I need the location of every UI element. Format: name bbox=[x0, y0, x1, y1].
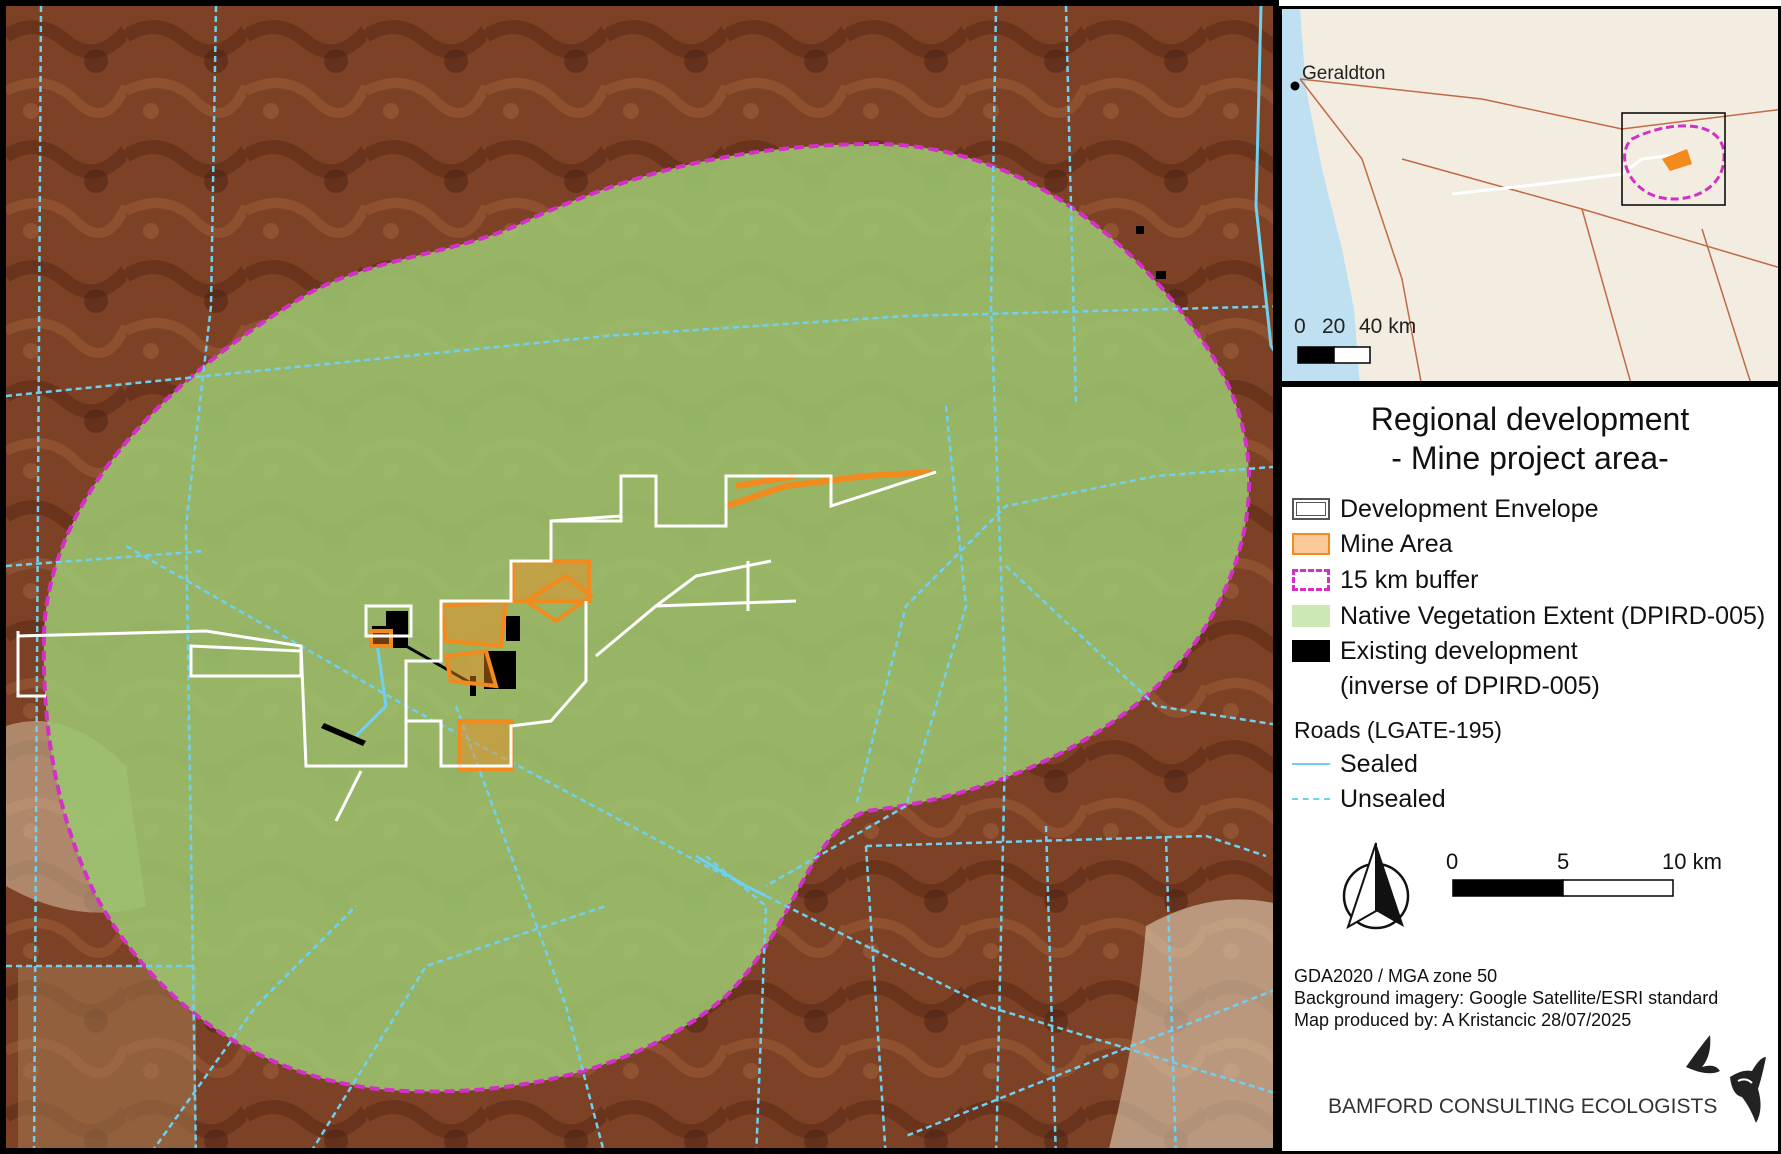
legend-title-line1: Regional development bbox=[1370, 401, 1690, 437]
sealed-roads bbox=[354, 6, 1273, 898]
mine-swatch bbox=[1292, 533, 1330, 555]
company-name: BAMFORD CONSULTING ECOLOGISTS bbox=[1328, 1095, 1718, 1118]
scale-tick-0: 0 bbox=[1446, 849, 1459, 874]
buffer-swatch bbox=[1292, 569, 1330, 591]
legend-title-line2: - Mine project area- bbox=[1391, 440, 1669, 476]
credit-projection: GDA2020 / MGA zone 50 bbox=[1294, 966, 1498, 986]
unsealed-swatch bbox=[1292, 798, 1330, 800]
roads-heading: Roads (LGATE-195) bbox=[1294, 717, 1502, 743]
credit-imagery: Background imagery: Google Satellite/ESR… bbox=[1294, 988, 1719, 1008]
development-envelope bbox=[16, 470, 937, 822]
sealed-swatch bbox=[1292, 763, 1330, 765]
inset-buffer bbox=[1623, 124, 1726, 201]
inset-roads bbox=[1299, 78, 1778, 381]
scale-bar bbox=[1452, 879, 1674, 897]
ocean bbox=[1282, 9, 1360, 381]
envelope-swatch bbox=[1292, 498, 1330, 520]
inset-map[interactable]: Geraldton 0 20 40 km bbox=[1279, 6, 1781, 384]
scale-tick-10: 10 km bbox=[1662, 849, 1722, 874]
inset-extent-box bbox=[1621, 112, 1726, 206]
town-marker bbox=[1290, 81, 1300, 91]
farmland-block bbox=[18, 966, 196, 1148]
inset-scale-tick-0: 0 bbox=[1294, 315, 1306, 338]
inset-mine bbox=[1662, 149, 1692, 171]
legend-panel: Regional development - Mine project area… bbox=[1279, 384, 1781, 1154]
unsealed-roads bbox=[6, 6, 1273, 1148]
main-map-canvas bbox=[6, 6, 1273, 1148]
birds-logo-icon bbox=[1686, 1035, 1766, 1123]
inset-scale-bar bbox=[1297, 346, 1371, 364]
inset-scale-tick-40: 40 km bbox=[1359, 315, 1417, 338]
inset-scale-tick-20: 20 bbox=[1322, 315, 1346, 338]
inset-map-canvas bbox=[1282, 9, 1778, 381]
town-label: Geraldton bbox=[1302, 63, 1386, 84]
buffer-vegetation-fill bbox=[41, 141, 1252, 1094]
main-map[interactable] bbox=[0, 0, 1279, 1154]
mine-area bbox=[369, 469, 932, 771]
credit-author: Map produced by: A Kristancic 28/07/2025 bbox=[1294, 1010, 1632, 1030]
vegetation-swatch bbox=[1292, 605, 1330, 627]
scale-tick-5: 5 bbox=[1557, 849, 1570, 874]
existing-swatch bbox=[1292, 640, 1330, 662]
north-arrow-icon bbox=[1342, 842, 1410, 930]
